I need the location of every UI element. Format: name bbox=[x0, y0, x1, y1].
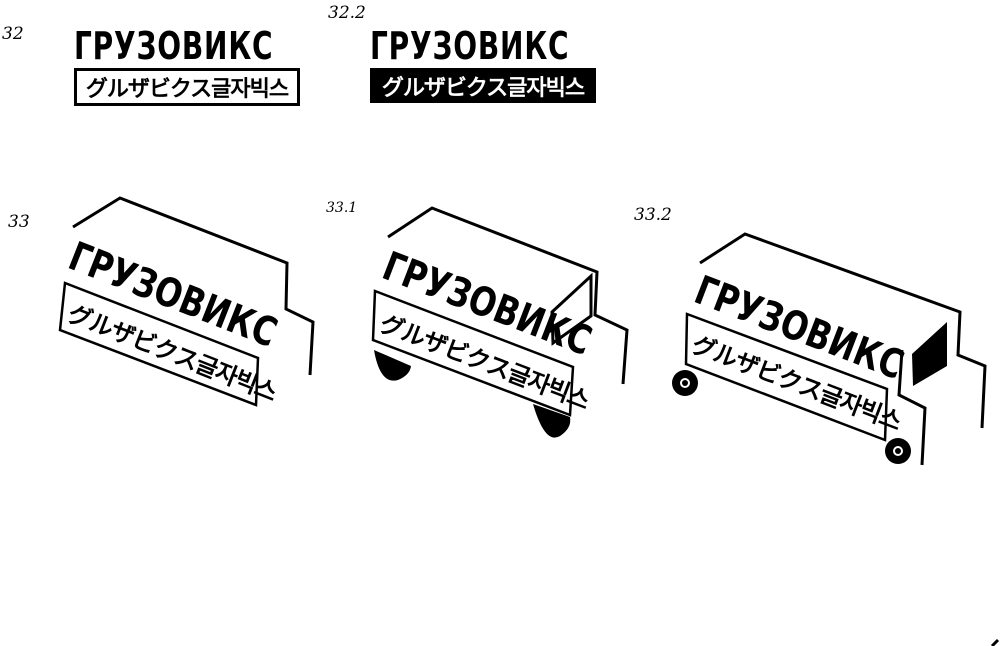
sketch-label-33: 33 bbox=[8, 212, 30, 232]
logo-subtitle: グルザビクス글자빅스 bbox=[381, 75, 585, 101]
stray-mark bbox=[990, 638, 1000, 646]
logo-sketch-32-2: ГРУЗОВИКС グルザビクス글자빅스 bbox=[370, 26, 613, 103]
sketch-label-33-2: 33.2 bbox=[634, 205, 672, 225]
logo-title: ГРУЗОВИКС bbox=[74, 24, 274, 68]
logo-title: ГРУЗОВИКС bbox=[370, 24, 570, 68]
logo-subtitle-box: グルザビクス글자빅스 bbox=[74, 68, 300, 106]
logo-subtitle-box: グルザビクス글자빅스 bbox=[370, 68, 596, 103]
logo-subtitle: グルザビクス글자빅스 bbox=[85, 77, 289, 102]
logo-sketch-32: ГРУЗОВИКС グルザビクス글자빅스 bbox=[74, 26, 317, 106]
sketch-label-33-1: 33.1 bbox=[326, 200, 358, 216]
sketch-label-32-2: 32.2 bbox=[328, 3, 366, 23]
sketch-label-32: 32 bbox=[2, 24, 24, 44]
